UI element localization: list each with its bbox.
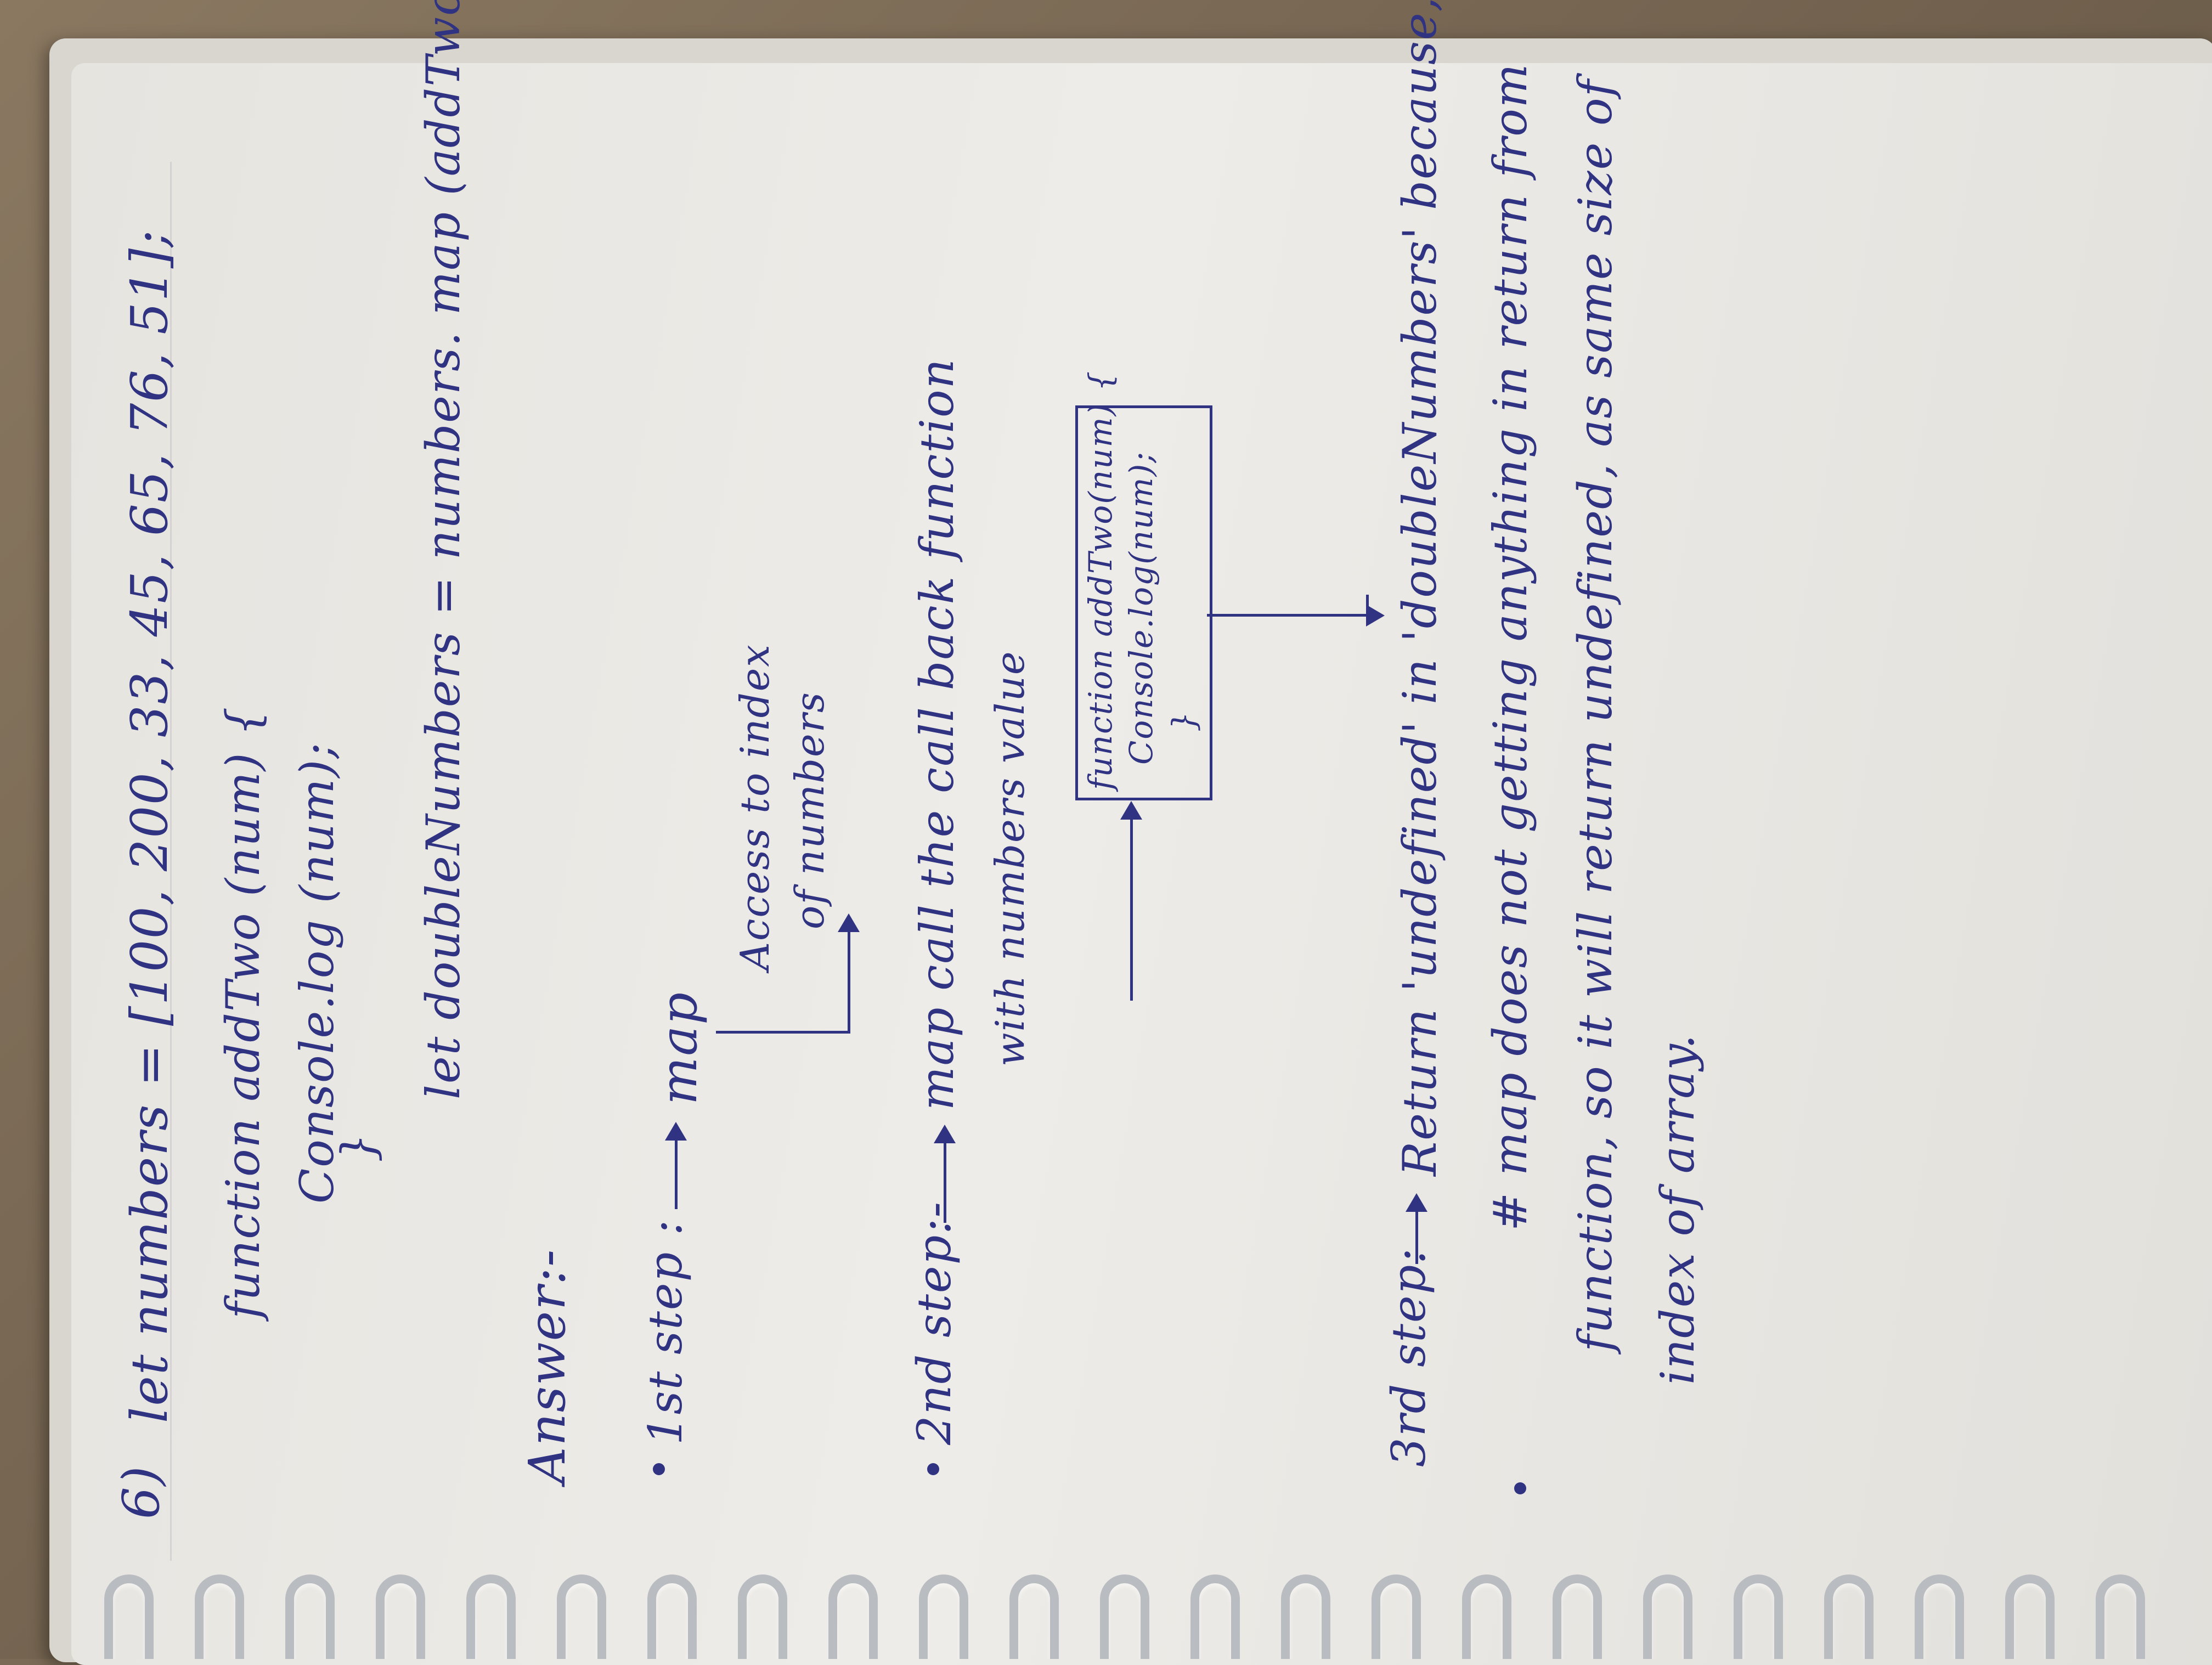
spiral-ring (557, 1574, 606, 1659)
spiral-ring (1372, 1574, 1421, 1659)
spiral-ring (1824, 1574, 1874, 1659)
step1-arrow-shaft (675, 1138, 678, 1209)
step1-map-label: map (650, 991, 708, 1105)
step2-text-line1: map call the call back function (910, 358, 964, 1110)
step1-down-line (716, 1031, 848, 1034)
spiral-ring (828, 1574, 878, 1659)
step2-bullet (927, 1463, 939, 1475)
spiral-ring (1190, 1574, 1240, 1659)
spiral-ring (466, 1574, 516, 1659)
spiral-ring (2096, 1574, 2145, 1659)
spiral-ring (285, 1574, 335, 1659)
spiral-ring (1915, 1574, 1964, 1659)
box-line-function: function addTwo(num) { (1082, 370, 1119, 790)
step1-note-line1: Access to index (732, 644, 778, 970)
step3-text-line3: function, so it will return undefined, a… (1568, 78, 1622, 1352)
page-margin-line (170, 162, 172, 1561)
spiral-ring (1643, 1574, 1692, 1659)
question-number: 6) (112, 1465, 171, 1519)
box-out-line (1207, 614, 1366, 617)
step3-text-line1: Return 'undefined' in 'doubleNumbers' be… (1393, 0, 1447, 1176)
step2-text-line2: with numbers value (987, 650, 1033, 1066)
code-line-map-call: let doubleNumbers = numbers. map (addTwo… (416, 0, 470, 1099)
step1-label: 1st step : (639, 1218, 692, 1445)
spiral-ring (1734, 1574, 1783, 1659)
box-line-console: Console.log(num); (1122, 451, 1160, 765)
spiral-ring (104, 1574, 154, 1659)
step1-note-arrow-shaft (848, 929, 850, 1034)
code-line-function-header: function addTwo (num) { (216, 705, 270, 1319)
step3-bullet (1514, 1482, 1526, 1494)
spiral-ring (647, 1574, 697, 1659)
callback-function-box: function addTwo(num) { Console.log(num);… (1075, 370, 1212, 800)
step1-bullet (653, 1463, 665, 1475)
step2-arrow-shaft (944, 1141, 946, 1223)
step2-arrow-head (934, 1125, 956, 1143)
step3-arrow-head (1406, 1193, 1427, 1212)
box-line-brace: } (1165, 710, 1203, 732)
answer-heading: Answer:- (518, 1248, 577, 1483)
spiral-ring (919, 1574, 968, 1659)
step3-text-line2: # map does not getting anything in retur… (1483, 63, 1537, 1231)
step2-label: 2nd step:- (907, 1200, 961, 1445)
spiral-ring (1100, 1574, 1149, 1659)
spiral-ring (1462, 1574, 1511, 1659)
step3-label: 3rd step: (1382, 1247, 1436, 1467)
code-line-closing-brace: } (331, 1132, 385, 1162)
step3-text-line4: index of array. (1651, 1033, 1705, 1385)
step1-note-line2: of numbers (787, 691, 833, 929)
spiral-ring (1009, 1574, 1059, 1659)
spiral-ring (376, 1574, 425, 1659)
code-line-numbers-array: let numbers = [100, 200, 33, 45, 65, 76,… (120, 229, 179, 1423)
spiral-ring (738, 1574, 787, 1659)
notebook-page (71, 63, 2212, 1665)
step2-box-arrow-head (1120, 801, 1142, 820)
step1-note-arrow-head (838, 913, 860, 932)
spiral-ring (2005, 1574, 2055, 1659)
step3-arrow-shaft (1415, 1209, 1418, 1264)
box-to-step3-arrow-head (1366, 605, 1385, 627)
spiral-ring (1281, 1574, 1330, 1659)
spiral-ring (195, 1574, 244, 1659)
step2-box-arrow-shaft (1130, 806, 1133, 1001)
spiral-binding (0, 1574, 2212, 1659)
spiral-ring (1553, 1574, 1602, 1659)
step1-arrow-head (665, 1122, 687, 1141)
